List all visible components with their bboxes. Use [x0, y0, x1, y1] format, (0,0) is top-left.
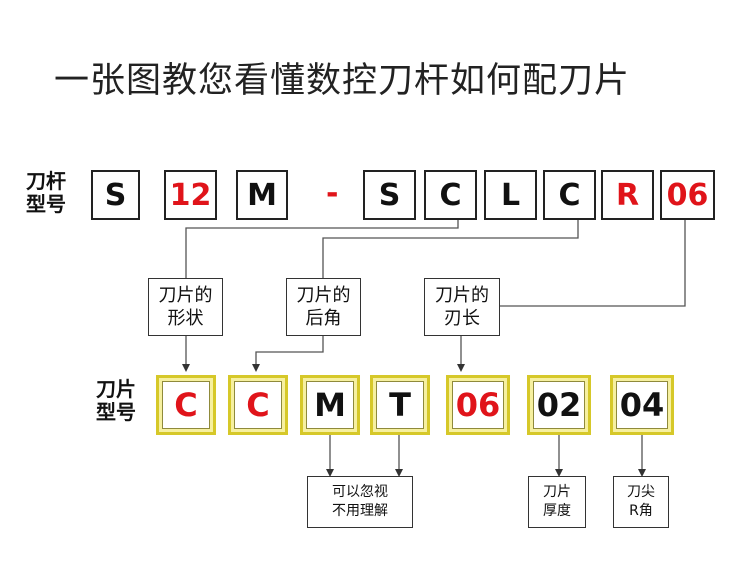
connector-relief-bottom: [255, 336, 324, 370]
label-insert-shape-line-2: 形状: [167, 308, 204, 329]
toolholder-label: 刀杆 型号: [26, 170, 66, 216]
label-insert-relief-line-2: 后角: [305, 308, 342, 329]
insert-code-06: 06: [446, 375, 510, 435]
insert-code-02-text: 02: [533, 381, 585, 429]
label-insert-edge-length: 刀片的刃长: [424, 278, 500, 336]
label-insert-edge-line-1: 刀片的: [435, 285, 489, 306]
insert-code-c2: C: [228, 375, 288, 435]
insert-code-m: M: [300, 375, 360, 435]
arrow-radius: [638, 469, 646, 477]
toolholder-code-06: 06: [660, 170, 715, 220]
label-nose-radius: 刀尖 R角: [613, 476, 669, 528]
insert-code-02: 02: [527, 375, 591, 435]
connector-relief-top: [322, 220, 579, 278]
label-insert-shape-line-1: 刀片的: [158, 285, 213, 306]
arrow-relief: [252, 364, 260, 372]
insert-code-06-text: 06: [452, 381, 504, 429]
label-insert-thickness: 刀片厚度: [528, 476, 586, 528]
page-title: 一张图教您看懂数控刀杆如何配刀片: [54, 61, 631, 101]
insert-code-04-text: 04: [616, 381, 668, 429]
toolholder-code-m: M: [236, 170, 288, 220]
label-ignore-line-1: 可以忽视: [332, 484, 388, 500]
insert-code-t-text: T: [376, 381, 424, 429]
toolholder-label-line-1: 刀杆: [26, 169, 66, 193]
toolholder-code-l: L: [484, 170, 537, 220]
insert-code-c1-text: C: [162, 381, 210, 429]
label-ignore-line-2: 不用理解: [332, 503, 388, 519]
label-radius-line-2: R角: [629, 503, 653, 519]
toolholder-code-r: R: [601, 170, 654, 220]
arrow-edge: [457, 364, 465, 372]
label-ignore: 可以忽视不用理解: [307, 476, 413, 528]
label-insert-shape: 刀片的形状: [148, 278, 223, 336]
toolholder-code-12: 12: [164, 170, 217, 220]
connector-shape-top: [185, 220, 459, 278]
insert-label-line-2: 型号: [96, 400, 136, 424]
insert-code-04: 04: [610, 375, 674, 435]
label-insert-relief-line-1: 刀片的: [296, 285, 351, 306]
label-thickness-line-2: 厚度: [543, 503, 571, 519]
insert-code-m-text: M: [306, 381, 354, 429]
toolholder-label-line-2: 型号: [26, 192, 66, 216]
insert-label: 刀片 型号: [96, 378, 136, 424]
label-insert-relief-angle: 刀片的后角: [286, 278, 361, 336]
toolholder-code-s1: S: [91, 170, 140, 220]
insert-code-c2-text: C: [234, 381, 282, 429]
insert-label-line-1: 刀片: [96, 377, 136, 401]
arrow-thickness: [555, 469, 563, 477]
arrow-shape: [182, 364, 190, 372]
toolholder-code-dash: -: [326, 176, 339, 211]
connector-edge-top: [500, 220, 686, 307]
toolholder-code-c2: C: [543, 170, 596, 220]
arrow-ignore-1: [326, 469, 334, 477]
toolholder-code-s2: S: [363, 170, 416, 220]
label-insert-edge-line-2: 刃长: [444, 308, 480, 329]
toolholder-code-c1: C: [424, 170, 477, 220]
label-radius-line-1: 刀尖: [627, 484, 655, 500]
label-thickness-line-1: 刀片: [543, 484, 571, 500]
arrow-ignore-2: [395, 469, 403, 477]
insert-code-c1: C: [156, 375, 216, 435]
insert-code-t: T: [370, 375, 430, 435]
